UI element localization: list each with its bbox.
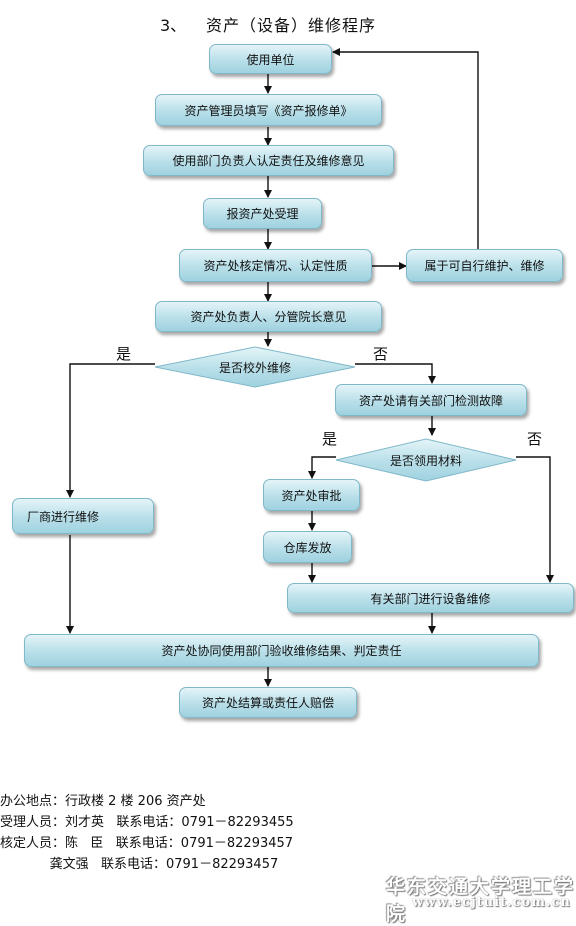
decision-outside-repair: 是否校外维修 <box>218 360 291 375</box>
step-inspect: 资产处请有关部门检测故障 <box>335 384 527 416</box>
title-number: 3、 <box>160 16 187 35</box>
contact-location: 办公地点：行政楼 2 楼 206 资产处 <box>0 794 206 809</box>
step-report: 报资产处受理 <box>203 198 322 229</box>
step-user-unit: 使用单位 <box>209 44 332 74</box>
decision-material: 是否领用材料 <box>389 453 462 468</box>
contact-verifier-2: 龚文强 联系电话：0791－82293457 <box>0 857 279 872</box>
branch-yes-material: 是 <box>322 430 338 448</box>
watermark-url: www.ecjtuit.com.cn <box>412 895 571 910</box>
step-acceptance: 资产处协同使用部门验收维修结果、判定责任 <box>24 634 539 667</box>
step-warehouse: 仓库发放 <box>263 531 352 563</box>
branch-no-material: 否 <box>527 430 543 448</box>
title-text: 资产（设备）维修程序 <box>206 16 377 35</box>
step-fill-form: 资产管理员填写《资产报修单》 <box>155 94 382 126</box>
branch-no-outside: 否 <box>373 345 389 363</box>
step-settle: 资产处结算或责任人赔偿 <box>179 687 357 718</box>
step-approve: 资产处审批 <box>263 479 360 511</box>
step-dept-opinion: 使用部门负责人认定责任及维修意见 <box>143 145 394 176</box>
step-self-repair: 属于可自行维护、维修 <box>406 249 563 282</box>
branch-yes-outside: 是 <box>116 345 132 363</box>
contact-receiver: 受理人员：刘才英 联系电话：0791－82293455 <box>0 815 294 830</box>
step-vendor-repair: 厂商进行维修 <box>12 498 154 534</box>
step-leader-opinion: 资产处负责人、分管院长意见 <box>155 301 382 332</box>
decision-outside-shape <box>154 346 356 388</box>
step-dept-repair: 有关部门进行设备维修 <box>287 583 574 613</box>
decision-material-shape <box>335 438 517 482</box>
step-verify: 资产处核定情况、认定性质 <box>179 249 372 282</box>
contact-verifier-1: 核定人员：陈 臣 联系电话：0791－82293457 <box>0 836 294 851</box>
